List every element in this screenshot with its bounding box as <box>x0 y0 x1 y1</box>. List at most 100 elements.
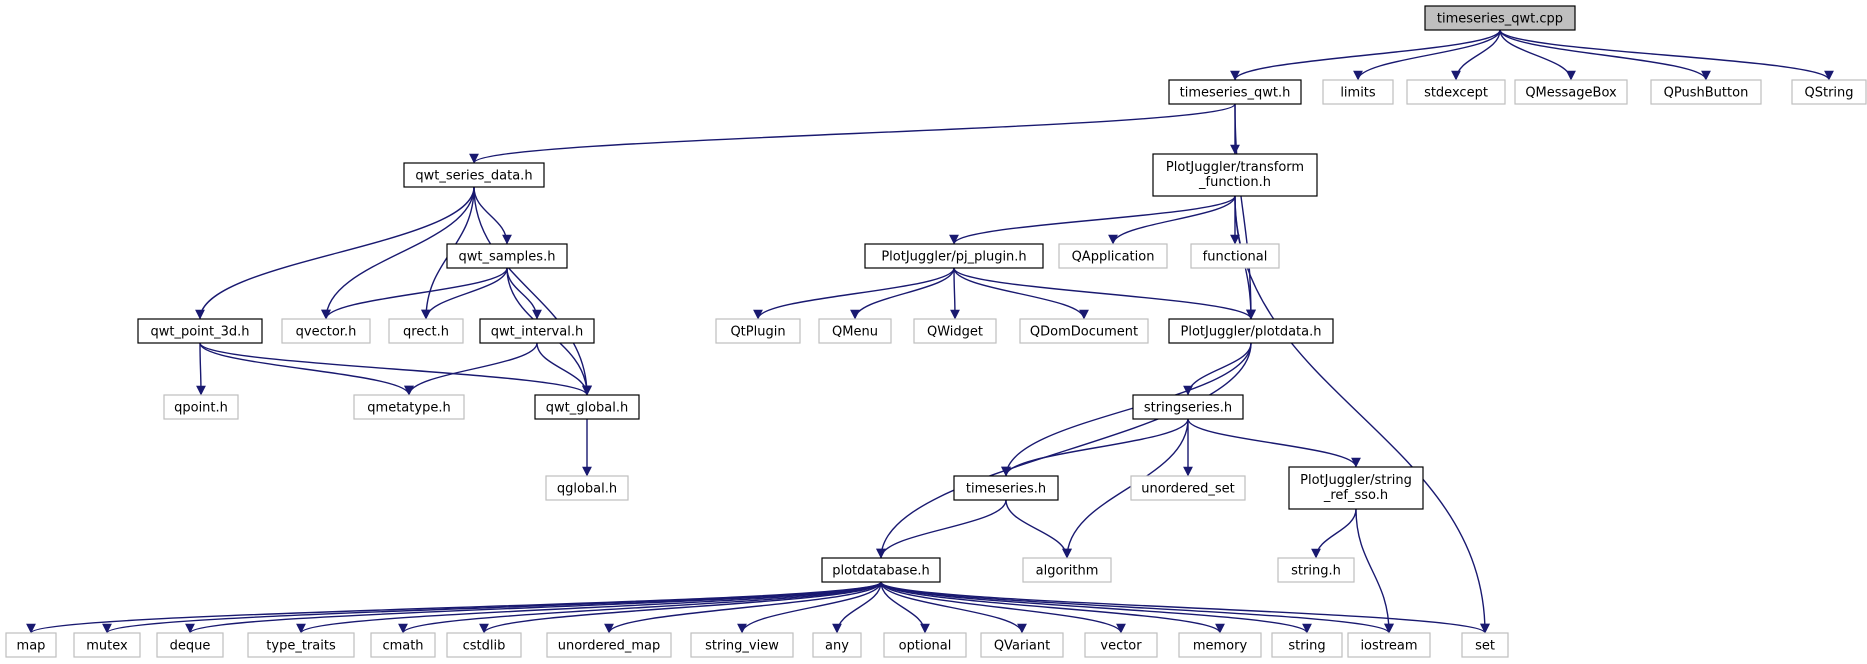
node-qwt-interval[interactable]: qwt_interval.h <box>479 318 595 344</box>
node-label: qwt_point_3d.h <box>150 325 249 340</box>
node-string-ref-sso[interactable]: PlotJuggler/string_ref_sso.h <box>1288 466 1424 510</box>
node-label: unordered_set <box>1141 482 1234 497</box>
edge-plotdata-to-timeseries_h <box>1001 342 1252 477</box>
edge-qwt_series_data-to-qvector <box>321 186 475 320</box>
node-label: qwt_interval.h <box>491 325 583 340</box>
node-label: string_view <box>705 639 779 654</box>
edge-qwt_point_3d-to-qwt_global <box>199 342 592 396</box>
edge-plotdata-to-plotdatabase <box>876 342 1252 559</box>
node-transform[interactable]: PlotJuggler/transform_function.h <box>1152 153 1318 197</box>
node-pj-plugin[interactable]: PlotJuggler/pj_plugin.h <box>864 243 1044 269</box>
edge-plotdatabase-to-string_view <box>737 581 882 634</box>
edge-qwt_samples-to-qvector <box>321 267 508 320</box>
node-label: QtPlugin <box>730 325 785 340</box>
node-qwt-series-data[interactable]: qwt_series_data.h <box>403 162 545 188</box>
edge-root-to-qpushbutton <box>1499 29 1711 81</box>
edge-qwt_point_3d-to-qpoint <box>196 342 206 396</box>
node-label: QWidget <box>927 325 983 340</box>
node-string: string <box>1271 632 1343 658</box>
node-functional: functional <box>1190 243 1280 269</box>
node-plotdata[interactable]: PlotJuggler/plotdata.h <box>1168 318 1334 344</box>
edge-transform-to-qapplication <box>1108 195 1236 245</box>
edge-plotdatabase-to-cstdlib <box>479 581 882 634</box>
node-label: map <box>17 639 46 654</box>
edge-root-to-limits <box>1353 29 1501 81</box>
node-tsqwt-h[interactable]: timeseries_qwt.h <box>1168 79 1302 105</box>
edge-plotdatabase-to-qvariant <box>880 581 1027 634</box>
node-qrect: qrect.h <box>388 318 464 344</box>
node-label: memory <box>1193 639 1248 654</box>
edge-plotdatabase-to-map <box>26 581 882 634</box>
edge-stringseries-to-algorithm <box>1062 418 1189 559</box>
node-label: PlotJuggler/pj_plugin.h <box>881 250 1026 265</box>
node-qwt-samples[interactable]: qwt_samples.h <box>446 243 568 269</box>
node-qstring: QString <box>1791 79 1867 105</box>
node-set: set <box>1461 632 1509 658</box>
node-cmath: cmath <box>370 632 436 658</box>
node-label: _function.h <box>1198 175 1271 190</box>
edge-pj_plugin-to-plotdata <box>953 267 1256 320</box>
node-qmessagebox: QMessageBox <box>1514 79 1628 105</box>
node-label: QMenu <box>832 325 878 340</box>
node-label: optional <box>899 639 952 654</box>
node-label: string <box>1288 639 1325 654</box>
node-label: PlotJuggler/transform <box>1166 160 1304 175</box>
edge-timeseries_h-to-algorithm <box>1005 499 1072 559</box>
node-label: PlotJuggler/string <box>1300 473 1412 488</box>
file-nodes: timeseries_qwt.cpp timeseries_qwt.h limits… <box>5 5 1867 658</box>
node-label: qwt_global.h <box>546 401 629 416</box>
node-stringseries[interactable]: stringseries.h <box>1132 394 1244 420</box>
edge-root-to-qstring <box>1499 29 1834 81</box>
node-map: map <box>5 632 57 658</box>
node-label: plotdatabase.h <box>832 564 930 579</box>
node-label: QPushButton <box>1664 86 1749 101</box>
node-label: qmetatype.h <box>367 401 450 416</box>
node-label: mutex <box>86 639 128 654</box>
edge-plotdatabase-to-memory <box>880 581 1225 634</box>
node-stdexcept: stdexcept <box>1406 79 1506 105</box>
node-label: qvector.h <box>296 325 357 340</box>
node-memory: memory <box>1178 632 1262 658</box>
node-label: PlotJuggler/plotdata.h <box>1181 325 1322 340</box>
node-qglobal: qglobal.h <box>545 475 629 501</box>
node-qpushbutton: QPushButton <box>1650 79 1762 105</box>
node-label: qpoint.h <box>174 401 228 416</box>
node-algorithm: algorithm <box>1022 557 1112 583</box>
edge-plotdatabase-to-vector <box>880 581 1126 634</box>
node-timeseries-h[interactable]: timeseries.h <box>953 475 1059 501</box>
node-qwt-point-3d[interactable]: qwt_point_3d.h <box>137 318 263 344</box>
node-type-traits: type_traits <box>247 632 355 658</box>
node-plotdatabase[interactable]: plotdatabase.h <box>821 557 941 583</box>
node-label: QMessageBox <box>1525 86 1617 101</box>
edge-pj_plugin-to-qtplugin <box>753 267 955 320</box>
node-qwt-global[interactable]: qwt_global.h <box>534 394 640 420</box>
edge-qwt_interval-to-qwt_global <box>536 342 592 396</box>
edge-root-to-tsqwt_h <box>1230 29 1501 81</box>
node-label: set <box>1475 639 1495 654</box>
node-qwidget: QWidget <box>913 318 997 344</box>
node-label: unordered_map <box>558 639 661 654</box>
node-root: timeseries_qwt.cpp <box>1424 5 1576 31</box>
edge-qwt_series_data-to-qwt_point_3d <box>195 186 475 320</box>
node-vector: vector <box>1084 632 1158 658</box>
node-iostream: iostream <box>1347 632 1431 658</box>
node-label: QVariant <box>994 639 1050 654</box>
edge-qwt_interval-to-qmetatype <box>404 342 538 396</box>
node-label: _ref_sso.h <box>1323 488 1388 503</box>
edge-qwt_series_data-to-qwt_samples <box>473 186 512 245</box>
node-qtplugin: QtPlugin <box>715 318 801 344</box>
node-qvariant: QVariant <box>980 632 1064 658</box>
node-deque: deque <box>156 632 224 658</box>
node-label: any <box>825 639 849 654</box>
node-qmetatype: qmetatype.h <box>353 394 465 420</box>
node-any: any <box>812 632 862 658</box>
edge-plotdatabase-to-string <box>880 581 1312 634</box>
node-qdomdocument: QDomDocument <box>1019 318 1149 344</box>
node-label: vector <box>1100 639 1142 654</box>
edge-stringseries-to-string_ref_sso <box>1187 418 1361 468</box>
node-cstdlib: cstdlib <box>446 632 522 658</box>
node-limits: limits <box>1322 79 1394 105</box>
node-label: qwt_series_data.h <box>415 169 532 184</box>
edge-plotdatabase-to-iostream <box>880 581 1394 634</box>
